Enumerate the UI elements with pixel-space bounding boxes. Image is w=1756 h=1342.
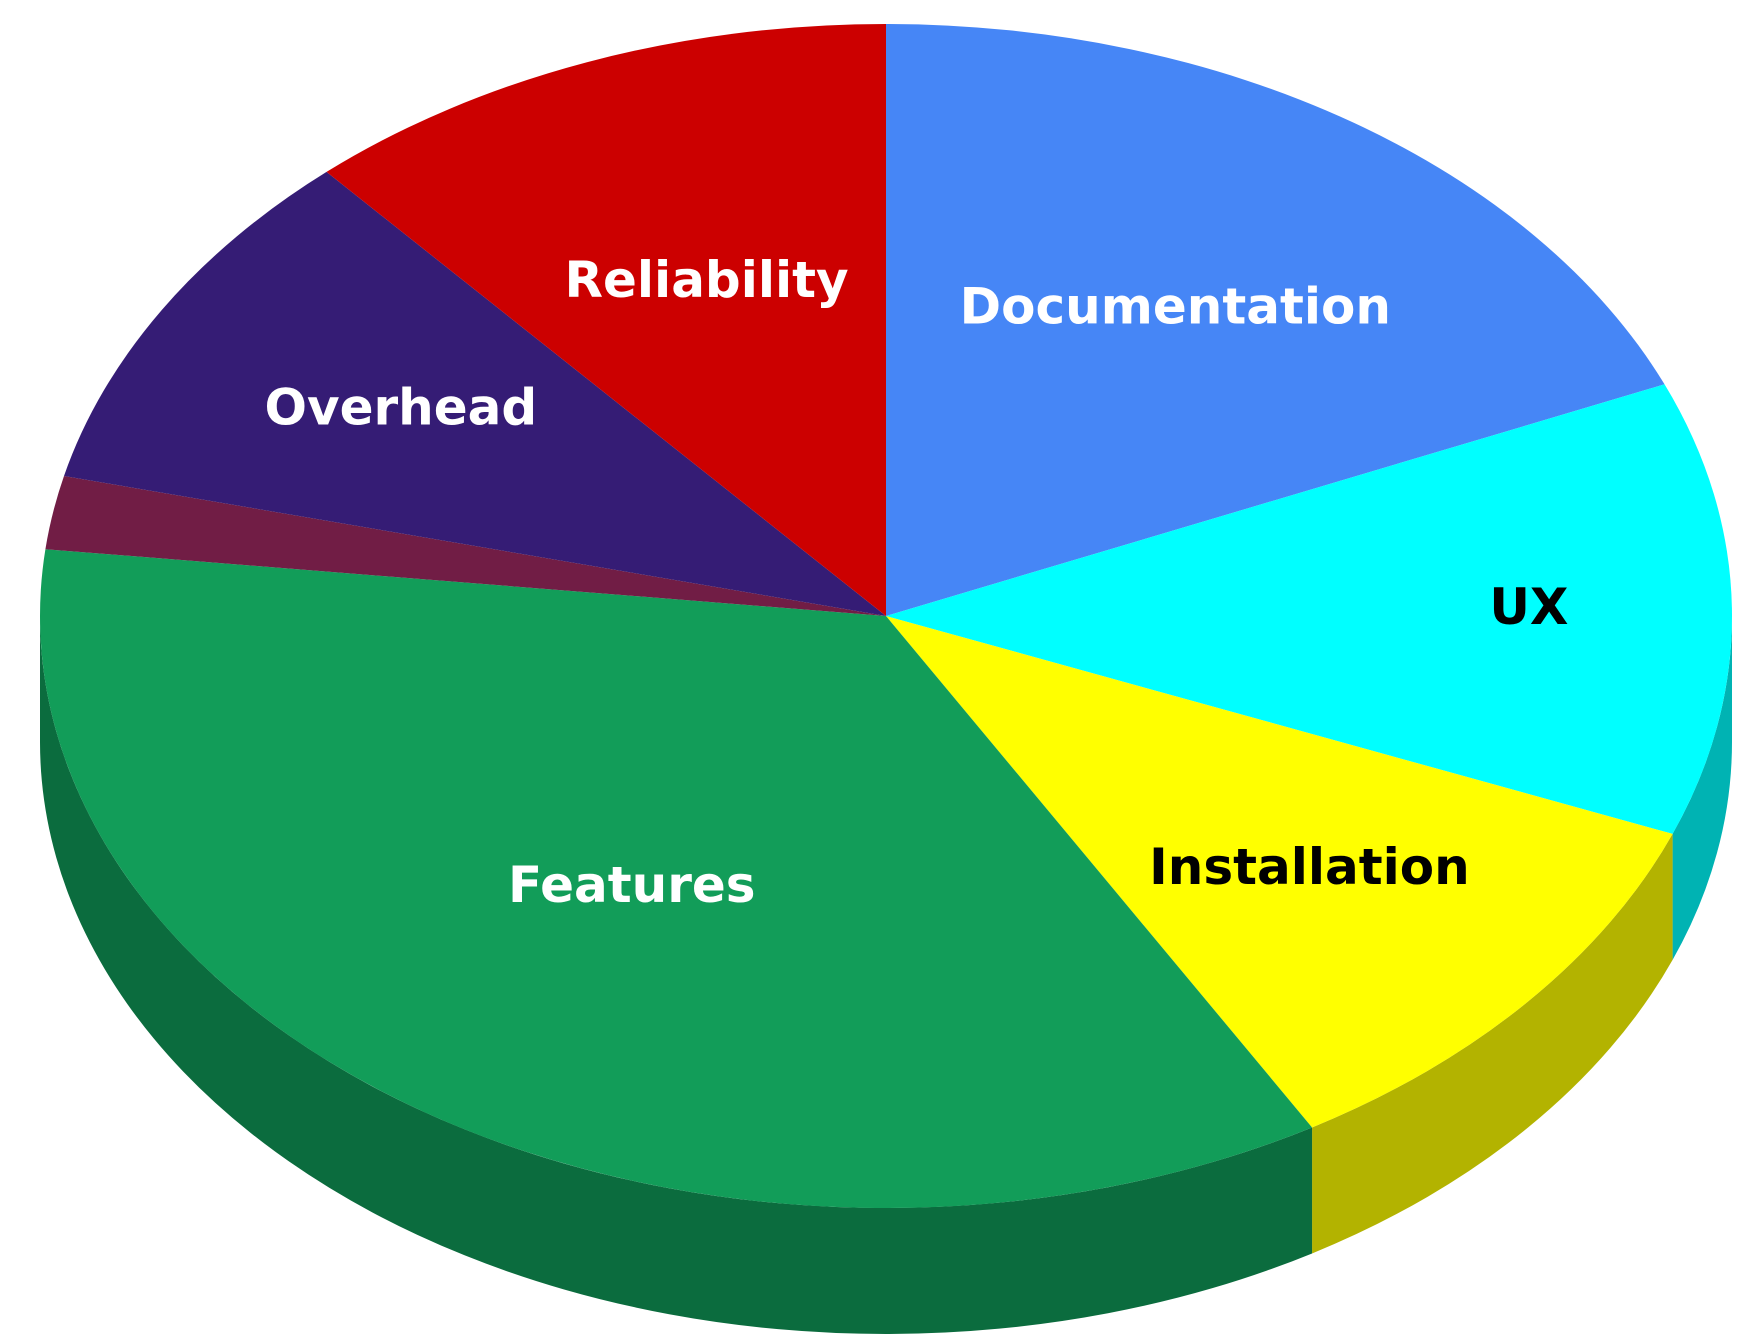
slice-label-reliability: Reliability: [565, 251, 849, 309]
slice-side-ux: [1672, 616, 1732, 960]
slice-side-installation: [1312, 833, 1673, 1254]
pie-top: [39, 23, 1732, 1208]
slice-reliability: [326, 23, 886, 616]
slice-unlabeled-4: [45, 475, 886, 616]
pie-sides: [40, 616, 1732, 1334]
slice-label-features: Features: [508, 856, 756, 914]
slice-label-installation: Installation: [1149, 838, 1470, 896]
slice-side-features: [40, 616, 1313, 1334]
slice-label-ux: UX: [1489, 578, 1568, 636]
slice-documentation: [886, 24, 1665, 616]
slice-label-documentation: Documentation: [960, 277, 1391, 335]
slice-ux: [886, 384, 1732, 834]
slice-label-overhead: Overhead: [264, 378, 537, 436]
slice-features: [39, 549, 1313, 1208]
slice-installation: [886, 616, 1673, 1128]
slice-overhead: [63, 171, 886, 616]
